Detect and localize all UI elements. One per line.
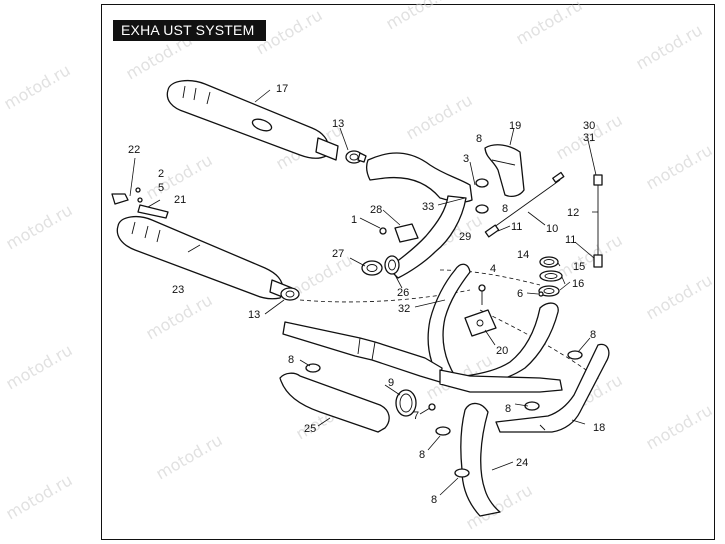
callout: 16 [572,278,584,290]
callout: 18 [593,422,605,434]
lower-muffler [116,215,293,301]
watermark: motod.ru [1,60,74,113]
watermark: motod.ru [3,470,76,523]
callout: 1 [351,214,357,226]
callout: 21 [174,194,186,206]
watermark: motod.ru [643,270,716,323]
callout: 29 [459,231,471,243]
heat-shield-18 [495,343,610,433]
callout: 8 [419,449,425,461]
watermark: motod.ru [3,340,76,393]
callout: 23 [172,284,184,296]
callout: 4 [490,263,496,275]
heat-shield-19 [484,144,525,197]
callout: 3 [463,153,469,165]
callout: 27 [332,248,344,260]
callout: 19 [509,120,521,132]
upper-head-pipe [366,152,473,279]
callout: 32 [398,303,410,315]
callout: 28 [370,204,382,216]
clamp-lower [280,287,300,301]
watermark: motod.ru [513,0,586,48]
callout: 13 [248,309,260,321]
callout: 5 [158,182,164,194]
diagram-title: EXHA UST SYSTEM [113,20,266,41]
callout: 20 [496,345,508,357]
callout: 22 [128,144,140,156]
watermark: motod.ru [553,230,626,283]
callout: 30 [583,120,595,132]
watermark: motod.ru [143,290,216,343]
callout: 8 [288,354,294,366]
callout: 33 [422,201,434,213]
callout: 15 [573,261,585,273]
callout: 8 [505,403,511,415]
watermark: motod.ru [383,0,456,33]
watermark: motod.ru [633,20,706,73]
gaskets [538,256,563,297]
sensor-leads [484,171,603,268]
callout-labels: 17 13 22 2 5 21 23 13 8 19 30 31 3 33 8 … [128,83,605,506]
callout: 31 [583,132,595,144]
watermark: motod.ru [153,430,226,483]
heat-shield-25 [279,372,390,433]
callout: 13 [332,118,344,130]
callout: 8 [431,494,437,506]
watermark: motod.ru [643,400,716,453]
pipe-24 [460,402,501,517]
bracket-20 [464,284,497,337]
clamp-9 [395,389,436,417]
callout: 8 [502,203,508,215]
watermark-layer: motod.ru motod.ru motod.ru motod.ru moto… [1,0,716,533]
callout: 11 [511,221,522,233]
watermark: motod.ru [403,90,476,143]
leader-lines [129,89,598,496]
watermark: motod.ru [643,140,716,193]
callout: 25 [304,423,316,435]
callout: 14 [517,249,529,261]
clamp-27-26 [361,255,400,276]
bracket-parts [111,187,169,219]
callout: 10 [546,223,558,235]
callout: 6 [517,288,523,300]
bracket-28 [379,223,419,243]
callout: 24 [516,457,528,469]
callout: 12 [567,207,579,219]
callout: 2 [158,168,164,180]
clamp-upper [345,150,367,164]
callout: 17 [276,83,288,95]
diagram-frame [101,4,715,540]
crossover-pipe [282,321,563,393]
callout: 8 [476,133,482,145]
callout: 26 [397,287,409,299]
callout: 11 [565,234,576,246]
watermark: motod.ru [3,200,76,253]
callout: 8 [590,329,596,341]
upper-muffler [166,79,339,161]
callout: 9 [388,377,394,389]
callout: 7 [413,410,419,422]
